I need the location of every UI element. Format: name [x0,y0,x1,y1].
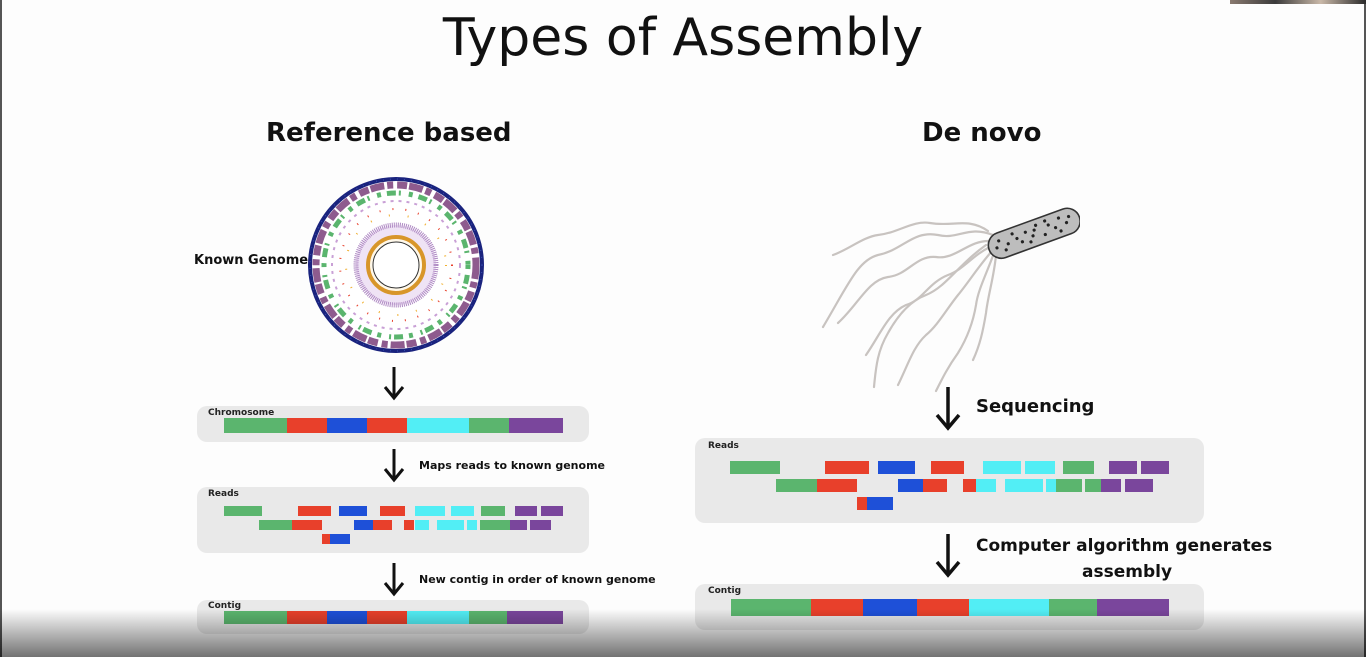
reference-reads-box: Reads [197,487,589,553]
contig-segment [287,611,327,624]
read [415,520,429,530]
read [857,497,867,510]
read [878,461,915,474]
read [825,461,869,474]
read [259,520,292,530]
down-arrow-icon [935,534,961,578]
read [497,520,510,530]
read [1125,479,1153,492]
read [1025,461,1055,474]
contig-segment [969,599,1049,616]
read [1063,461,1094,474]
read [541,506,563,516]
reference-heading: Reference based [266,118,512,148]
read [923,479,947,492]
read [963,479,976,492]
reference-contig-box: Contig [197,600,589,634]
read [467,520,477,530]
denovo-contig-box: Contig [695,584,1204,630]
read [437,520,464,530]
reads-label: Reads [208,489,239,499]
known-genome-label: Known Genome [194,253,309,268]
down-arrow-icon [383,563,405,597]
chromosome-segment [469,418,509,433]
read [1109,461,1137,474]
down-arrow-icon [935,387,961,431]
sequencing-label: Sequencing [976,396,1095,417]
read [983,461,1021,474]
webcam-thumbnail [1230,0,1366,4]
read [481,506,505,516]
read [1056,479,1082,492]
contig-segment [224,611,287,624]
read [330,534,350,544]
read [817,479,857,492]
read [730,461,780,474]
read [354,520,373,530]
down-arrow-icon [383,449,405,483]
contig-segment [327,611,367,624]
chromosome-segment [509,418,563,433]
reads-label: Reads [708,441,739,451]
read [776,479,817,492]
read [480,520,497,530]
denovo-reads-box: Reads [695,438,1204,523]
maps-reads-label: Maps reads to known genome [419,459,605,472]
denovo-heading: De novo [922,118,1042,148]
read [224,506,262,516]
read [298,506,331,516]
new-contig-label: New contig in order of known genome [419,573,656,586]
read [515,506,537,516]
read [530,520,551,530]
read [415,506,445,516]
read [898,479,923,492]
chromosome-segment [287,418,327,433]
chromosome-segment [327,418,367,433]
contig-segment [407,611,469,624]
contig-label: Contig [708,586,742,596]
contig-segment [1097,599,1169,616]
chromosome-label: Chromosome [208,408,275,418]
read [1101,479,1121,492]
read [1005,479,1043,492]
slide-title: Types of Assembly [442,8,924,68]
contig-segment [1049,599,1097,616]
read [339,506,367,516]
read [292,520,322,530]
contig-segment [507,611,563,624]
read [1141,461,1169,474]
read [451,506,474,516]
read [404,520,414,530]
read [373,520,392,530]
flagellated-bacterium-icon [821,207,1080,393]
read [931,461,964,474]
read [1046,479,1056,492]
chromosome-segment [367,418,407,433]
contig-segment [469,611,507,624]
contig-segment [811,599,863,616]
read [322,534,330,544]
chromosome-segment [224,418,287,433]
contig-segment [367,611,407,624]
contig-segment [863,599,917,616]
down-arrow-icon [383,367,405,401]
read [867,497,893,510]
algorithm-label-line1: Computer algorithm generates [976,536,1273,556]
algorithm-label-line2: assembly [1082,562,1173,582]
window-border-left [0,0,2,657]
contig-segment [731,599,811,616]
read [1085,479,1101,492]
read [510,520,527,530]
circular-genome-map-icon [308,177,484,353]
read [976,479,996,492]
chromosome-segment [407,418,469,433]
read [380,506,405,516]
window-border-right [1364,0,1366,657]
contig-label: Contig [208,601,242,611]
contig-segment [917,599,969,616]
chromosome-box: Chromosome [197,406,589,442]
